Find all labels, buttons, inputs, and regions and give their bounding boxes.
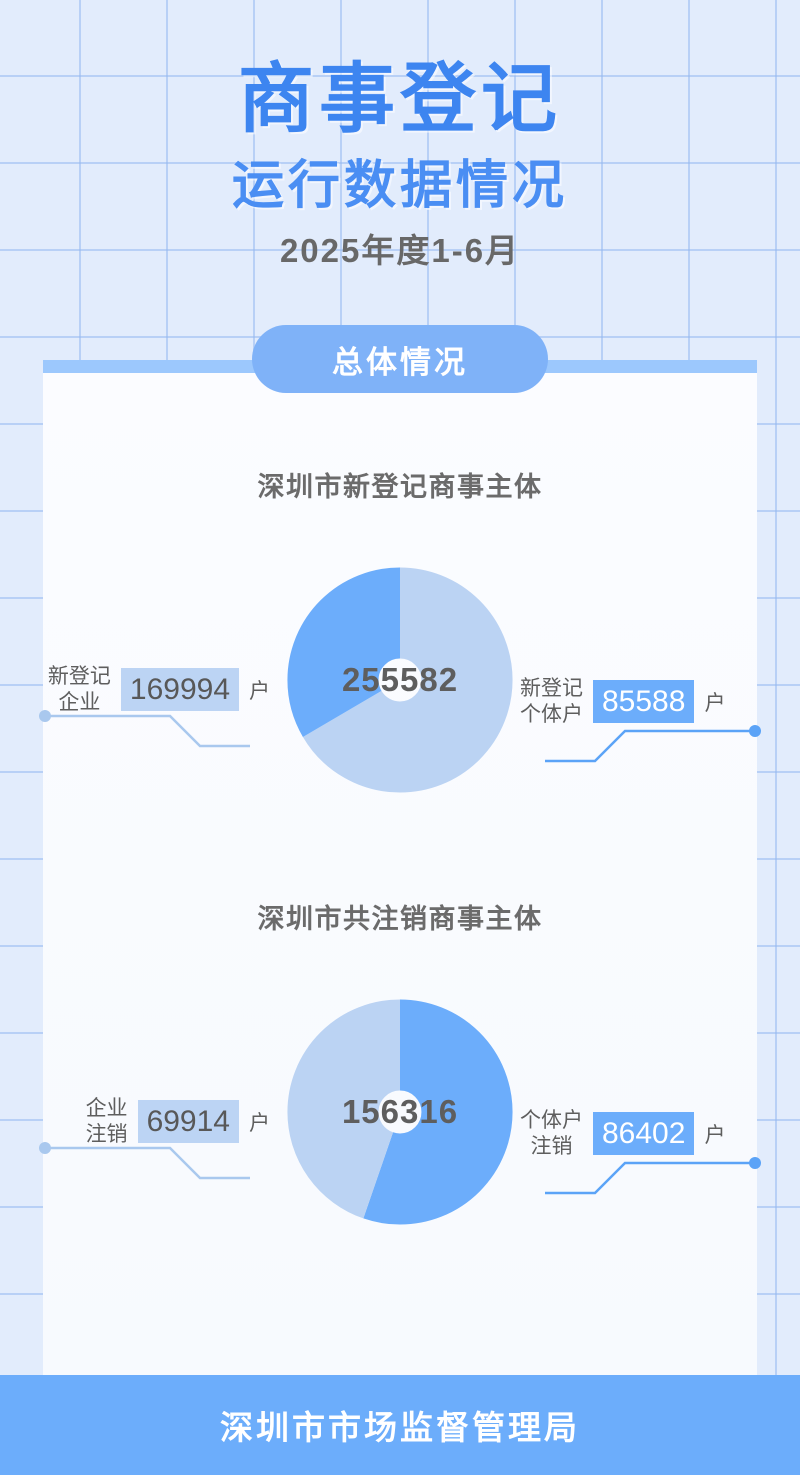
callout-right-label: 新登记个体户 (520, 677, 583, 726)
callout-right: 新登记个体户 85588 户 (520, 676, 725, 727)
donut-center-total: 255582 (341, 661, 459, 698)
callout-right: 个体户注销 86402 户 (520, 1108, 725, 1159)
footer-organization: 深圳市市场监督管理局 (220, 1409, 580, 1446)
chart-block-new-registrations: 深圳市新登记商事主体 255582 新登记企业 (0, 465, 800, 826)
donut-chart-wrapper: 255582 新登记企业 169994 户 新登记个体户 85588 户 (0, 546, 800, 826)
callout-left-unit: 户 (249, 679, 270, 703)
reporting-period: 2025年度1-6月 (279, 232, 521, 269)
callout-right-value: 85588 (593, 679, 695, 724)
callout-right-label: 个体户注销 (520, 1109, 583, 1158)
callout-left-label: 企业注销 (85, 1097, 128, 1146)
chart-title: 深圳市新登记商事主体 (257, 472, 543, 502)
section-badge-overall: 总体情况 (252, 325, 548, 393)
callout-left-value: 69914 (137, 1099, 239, 1144)
callout-right-unit: 户 (704, 691, 726, 715)
callout-left-value: 169994 (120, 667, 239, 712)
section-badge-label: 总体情况 (332, 344, 468, 380)
callout-left: 企业注销 69914 户 (86, 1096, 270, 1147)
leader-lines (39, 1142, 761, 1195)
donut-chart-wrapper: 156316 企业注销 69914 户 个体户注销 86402 户 (0, 978, 800, 1258)
donut-slice-individual (287, 567, 513, 793)
leader-lines (39, 710, 761, 763)
poster-header: 商事登记 运行数据情况 2025年度1-6月 (0, 0, 800, 269)
callout-left-unit: 户 (249, 1111, 270, 1135)
chart-title: 深圳市共注销商事主体 (257, 904, 543, 934)
chart-block-deregistrations: 深圳市共注销商事主体 156316 企业注销 69914 户 (0, 897, 800, 1258)
callout-right-value: 86402 (593, 1111, 695, 1156)
page-title: 商事登记 (238, 57, 562, 142)
donut-chart (287, 567, 513, 793)
donut-slice-enterprise-dereg (287, 999, 513, 1225)
page-subtitle: 运行数据情况 (231, 157, 568, 215)
donut-center-total: 156316 (341, 1093, 459, 1130)
poster-footer: 深圳市市场监督管理局 (0, 1375, 800, 1475)
callout-right-unit: 户 (704, 1123, 726, 1147)
callout-left: 新登记企业 169994 户 (48, 664, 270, 715)
donut-chart (287, 999, 513, 1225)
callout-left-label: 新登记企业 (47, 665, 111, 714)
